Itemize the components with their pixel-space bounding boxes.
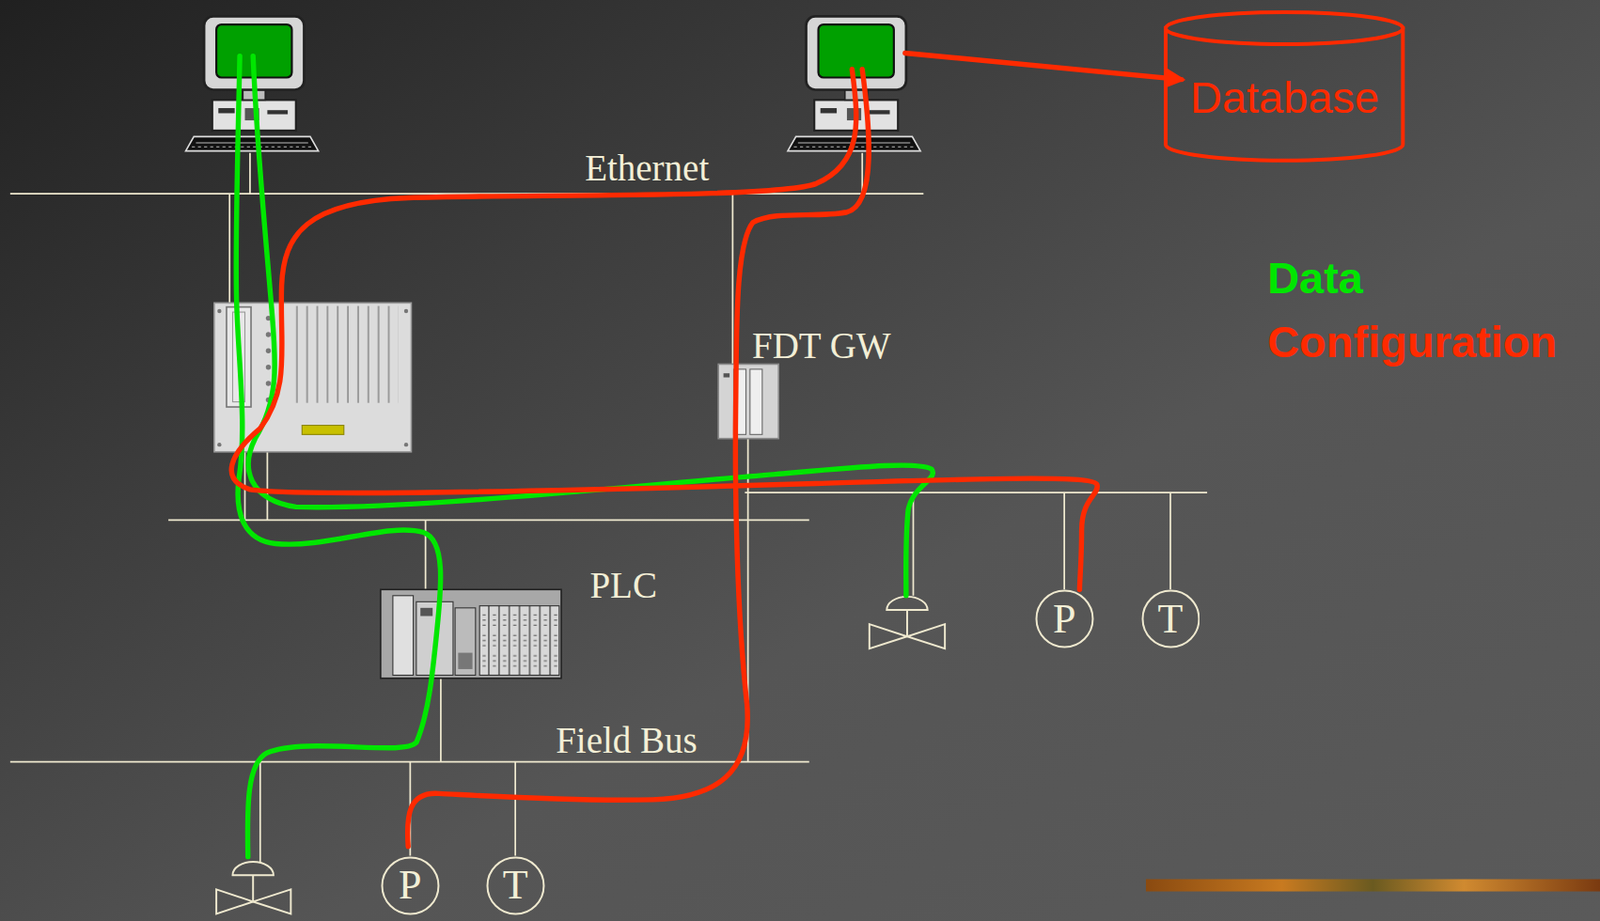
instrument-outline — [1142, 591, 1199, 648]
legend-entry: Data — [1267, 254, 1364, 301]
valve-symbol-part — [907, 624, 945, 649]
plc-device-part — [479, 606, 560, 676]
valve-symbol-part — [886, 596, 927, 611]
controller-rack-part-part — [266, 348, 271, 354]
controller-rack-part-part — [266, 364, 271, 370]
valve-symbol-part — [252, 889, 291, 914]
valve-symbol-part — [869, 624, 908, 649]
bus-lines — [10, 153, 1208, 863]
controller-rack-part-part — [404, 442, 408, 447]
drop-line — [731, 193, 734, 364]
valve-symbol — [869, 596, 945, 649]
valve-symbol-part — [251, 875, 254, 902]
drop-line — [1063, 492, 1066, 590]
gateway-device-part — [718, 363, 779, 439]
drop-line — [439, 678, 442, 763]
plc-device-part — [392, 596, 414, 676]
node-text: P — [1052, 597, 1076, 642]
decorative-strip — [1145, 879, 1600, 893]
configuration-path-part — [407, 69, 870, 848]
valve-symbol-part — [232, 862, 273, 876]
data-flow-path-part — [248, 56, 933, 597]
temperature-transmitter: T — [1141, 589, 1201, 649]
cylinder-body — [1165, 26, 1403, 161]
plc-device-part — [454, 608, 476, 676]
drop-line — [266, 452, 269, 521]
gateway-device-part — [750, 369, 763, 435]
node-text: PLC — [589, 566, 661, 606]
plc-device-part — [380, 589, 562, 678]
cylinder-top — [1165, 12, 1403, 45]
node-text: T — [502, 863, 529, 908]
controller-rack-part — [217, 309, 408, 448]
instrument-outline — [486, 857, 544, 914]
configuration-path-part — [231, 69, 1098, 590]
drop-line — [228, 193, 231, 303]
controller-rack-part — [294, 306, 399, 404]
controller-rack-part-part — [217, 309, 221, 314]
instrument-outline — [1035, 591, 1093, 648]
drop-line — [912, 492, 915, 597]
node-text: Database — [1190, 74, 1380, 121]
gateway-node: FDT GW — [752, 327, 895, 368]
bus-label: Field Bus — [555, 721, 698, 761]
configuration-path — [231, 52, 1182, 847]
pressure-transmitter: P — [1035, 589, 1095, 649]
instrument-outline — [381, 857, 439, 914]
node-text: P — [398, 863, 422, 908]
drop-line — [249, 153, 251, 194]
database-cylinder: Database — [1162, 10, 1406, 164]
controller-rack-part — [301, 425, 345, 436]
pressure-transmitter: P — [380, 856, 440, 916]
node-text: T — [1158, 597, 1184, 642]
bus-label: Ethernet — [584, 149, 709, 189]
temperature-transmitter: T — [486, 856, 546, 916]
valve-symbol-part — [906, 610, 909, 637]
node-text: FDT GW — [752, 327, 895, 366]
controller-rack-part-part — [404, 309, 408, 314]
controller-rack-part-part — [217, 442, 221, 447]
controller-rack-part-part — [266, 380, 271, 386]
drop-line — [1169, 492, 1172, 590]
fieldbus-line — [744, 491, 1208, 494]
legend-entry: Configuration — [1267, 318, 1557, 365]
gateway-device-part — [723, 373, 731, 377]
drop-line — [514, 762, 517, 857]
data-flow-path-part — [235, 56, 441, 858]
valve-symbol-part — [216, 889, 253, 914]
plc-device — [380, 589, 562, 678]
plc-node: PLC — [589, 566, 661, 608]
drop-line — [259, 762, 262, 863]
plc-device-part — [457, 653, 472, 670]
valve-symbol — [216, 862, 291, 914]
controller-rack-part-part — [266, 331, 271, 337]
gateway-device — [718, 363, 779, 439]
control-bus-line — [168, 519, 810, 522]
plc-device-part — [420, 608, 433, 617]
configuration-path-part — [905, 52, 1182, 79]
